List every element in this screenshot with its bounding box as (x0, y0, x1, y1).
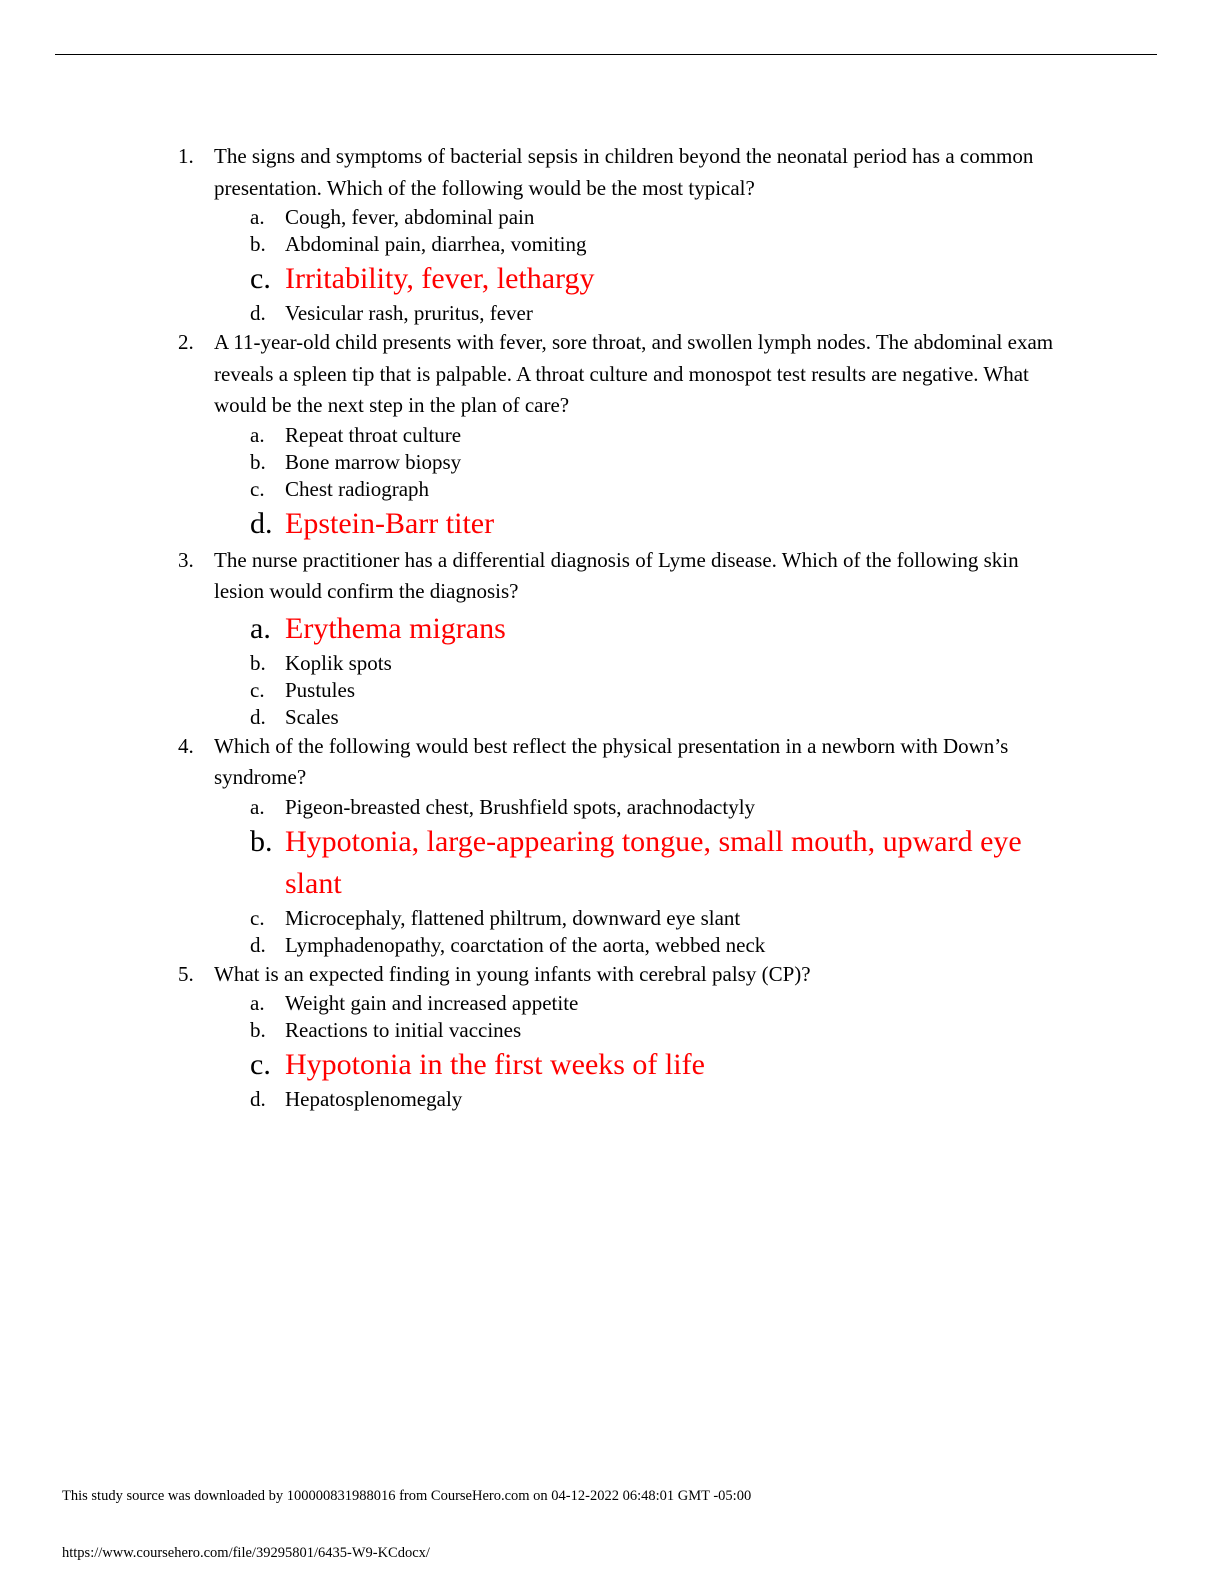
option-text: Pustules (285, 677, 356, 702)
question-number: 1. (178, 144, 194, 168)
option-letter: d. (250, 932, 266, 957)
option-text-highlighted: Hypotonia in the first weeks of life (285, 1048, 705, 1081)
question-text: Which of the following would best reflec… (214, 733, 1009, 790)
option-5c-correct: c. Hypotonia in the first weeks of life (0, 1044, 1224, 1086)
option-letter: a. (250, 991, 265, 1015)
option-3b: b. Koplik spots (0, 650, 1224, 677)
option-text: Pigeon-breasted chest, Brushfield spots,… (285, 794, 756, 819)
option-1d: d. Vesicular rash, pruritus, fever (0, 300, 1224, 327)
option-text: Reactions to initial vaccines (285, 1018, 522, 1042)
question-text: The signs and symptoms of bacterial seps… (214, 144, 1034, 200)
option-4d: d. Lymphadenopathy, coarctation of the ao… (0, 932, 1224, 959)
option-3a-correct: a. Erythema migrans (0, 608, 1224, 650)
option-1a: a. Cough, fever, abdominal pain (0, 204, 1224, 231)
question-number: 5. (178, 961, 194, 986)
option-text: Repeat throat culture (285, 422, 462, 447)
question-1: 1. The signs and symptoms of bacterial s… (0, 141, 1224, 204)
option-letter: c. (250, 1048, 271, 1081)
question-5: 5. What is an expected finding in young … (0, 959, 1224, 991)
question-number: 2. (178, 330, 194, 354)
option-text: Bone marrow biopsy (285, 449, 462, 474)
option-text: Hepatosplenomegaly (285, 1087, 463, 1111)
question-3: 3. The nurse practitioner has a differen… (0, 545, 1224, 608)
option-letter: b. (250, 1018, 266, 1042)
option-text-highlighted: Irritability, fever, lethargy (285, 262, 595, 295)
option-letter: c. (250, 905, 265, 930)
option-text: Lymphadenopathy, coarctation of the aort… (285, 932, 766, 957)
option-letter: c. (250, 677, 265, 702)
header-rule (55, 54, 1157, 55)
question-2: 2. A 11-year-old child presents with fev… (0, 327, 1224, 422)
question-text: What is an expected finding in young inf… (214, 961, 811, 986)
option-2a: a. Repeat throat culture (0, 422, 1224, 449)
option-text: Microcephaly, flattened philtrum, downwa… (285, 905, 741, 930)
option-letter: d. (250, 301, 266, 325)
option-letter: b. (250, 650, 266, 675)
option-text: Weight gain and increased appetite (285, 991, 579, 1015)
option-4c: c. Microcephaly, flattened philtrum, down… (0, 905, 1224, 932)
option-1c-correct: c. Irritability, fever, lethargy (0, 258, 1224, 300)
source-url-link[interactable]: https://www.coursehero.com/file/39295801… (62, 1545, 430, 1561)
option-letter: b. (250, 232, 266, 256)
option-2d-correct: d. Epstein-Barr titer (0, 503, 1224, 545)
option-letter: d. (250, 1087, 266, 1111)
option-letter: a. (250, 205, 265, 229)
option-text: Koplik spots (285, 650, 392, 675)
question-number: 3. (178, 547, 194, 572)
option-letter: c. (250, 262, 271, 295)
question-list: 1. The signs and symptoms of bacterial s… (0, 141, 1224, 1113)
option-letter: b. (250, 449, 266, 474)
option-letter: c. (250, 476, 265, 501)
option-text: Cough, fever, abdominal pain (285, 205, 535, 229)
option-text-highlighted: Epstein-Barr titer (285, 506, 495, 540)
option-5b: b. Reactions to initial vaccines (0, 1017, 1224, 1044)
option-letter: d. (250, 704, 266, 729)
question-number: 4. (178, 733, 194, 758)
option-letter: d. (250, 506, 273, 540)
option-letter: a. (250, 794, 265, 819)
option-text: Vesicular rash, pruritus, fever (285, 301, 533, 325)
question-4: 4. Which of the following would best ref… (0, 731, 1224, 794)
option-letter: a. (250, 422, 265, 447)
option-letter: a. (250, 611, 271, 645)
option-1b: b. Abdominal pain, diarrhea, vomiting (0, 231, 1224, 258)
option-2b: b. Bone marrow biopsy (0, 449, 1224, 476)
option-3c: c. Pustules (0, 677, 1224, 704)
option-4b-correct: b. Hypotonia, large-appearing tongue, sma… (0, 821, 1224, 905)
option-text-highlighted: Hypotonia, large-appearing tongue, small… (285, 824, 1022, 900)
option-text-highlighted: Erythema migrans (285, 611, 506, 645)
option-3d: d. Scales (0, 704, 1224, 731)
question-text: The nurse practitioner has a differentia… (214, 547, 1019, 604)
option-letter: b. (250, 824, 273, 858)
option-text: Chest radiograph (285, 476, 430, 501)
option-5d: d. Hepatosplenomegaly (0, 1086, 1224, 1113)
option-5a: a. Weight gain and increased appetite (0, 990, 1224, 1017)
option-4a: a. Pigeon-breasted chest, Brushfield spot… (0, 794, 1224, 821)
question-text: A 11-year-old child presents with fever,… (214, 330, 1054, 417)
option-2c: c. Chest radiograph (0, 476, 1224, 503)
download-notice: This study source was downloaded by 1000… (62, 1488, 752, 1504)
option-text: Scales (285, 704, 339, 729)
option-text: Abdominal pain, diarrhea, vomiting (285, 232, 587, 256)
